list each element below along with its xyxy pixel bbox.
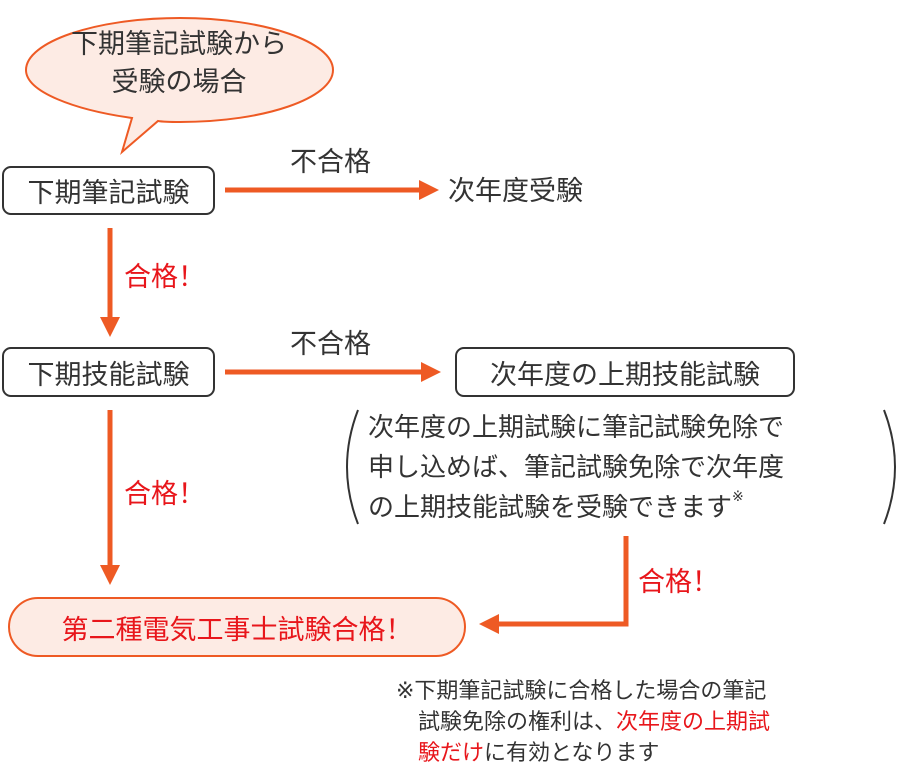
label-pass-next-year: 合格！ — [638, 567, 719, 598]
note-line-3: の上期技能試験を受験できます※ — [368, 489, 744, 523]
footnote-line-2: 試験免除の権利は、次年度の上期試 — [418, 710, 771, 735]
box-written-exam: 下期筆記試験 — [2, 166, 215, 215]
box-final-pass: 第二種電気工事士試験合格！ — [8, 597, 466, 657]
label-fail-skill: 不合格 — [290, 329, 371, 360]
bubble-text: 下期筆記試験から 受験の場合 — [34, 26, 324, 102]
arrow-next-year-pass — [478, 536, 629, 634]
label-fail-written: 不合格 — [290, 147, 371, 178]
bubble-line-2: 受験の場合 — [111, 67, 247, 98]
note-paren-left — [346, 409, 359, 525]
label-pass-written: 合格！ — [124, 262, 205, 293]
footnote-highlight-1: 次年度の上期試 — [616, 710, 771, 735]
note-mark: ※ — [732, 489, 744, 505]
box-next-year-skill-exam: 次年度の上期技能試験 — [455, 347, 795, 397]
box-skill-exam: 下期技能試験 — [2, 347, 215, 397]
speech-bubble — [24, 16, 335, 155]
footnote-line-3: 験だけに有効となります — [418, 741, 660, 766]
label-next-year-exam: 次年度受験 — [448, 176, 583, 207]
footnote-line-1: ※下期筆記試験に合格した場合の筆記 — [396, 679, 767, 704]
exemption-note: 次年度の上期試験に筆記試験免除で 申し込めば、筆記試験免除で次年度 の上期技能試… — [368, 408, 888, 528]
note-line-2: 申し込めば、筆記試験免除で次年度 — [368, 453, 785, 483]
footnote-highlight-2: 験だけ — [418, 741, 485, 766]
footnote: ※下期筆記試験に合格した場合の筆記 試験免除の権利は、次年度の上期試 験だけに有… — [396, 676, 886, 769]
note-line-1: 次年度の上期試験に筆記試験免除で — [368, 413, 785, 443]
note-paren-right — [883, 409, 896, 525]
label-pass-skill: 合格！ — [124, 479, 205, 510]
bubble-line-1: 下期筆記試験から — [71, 29, 287, 60]
